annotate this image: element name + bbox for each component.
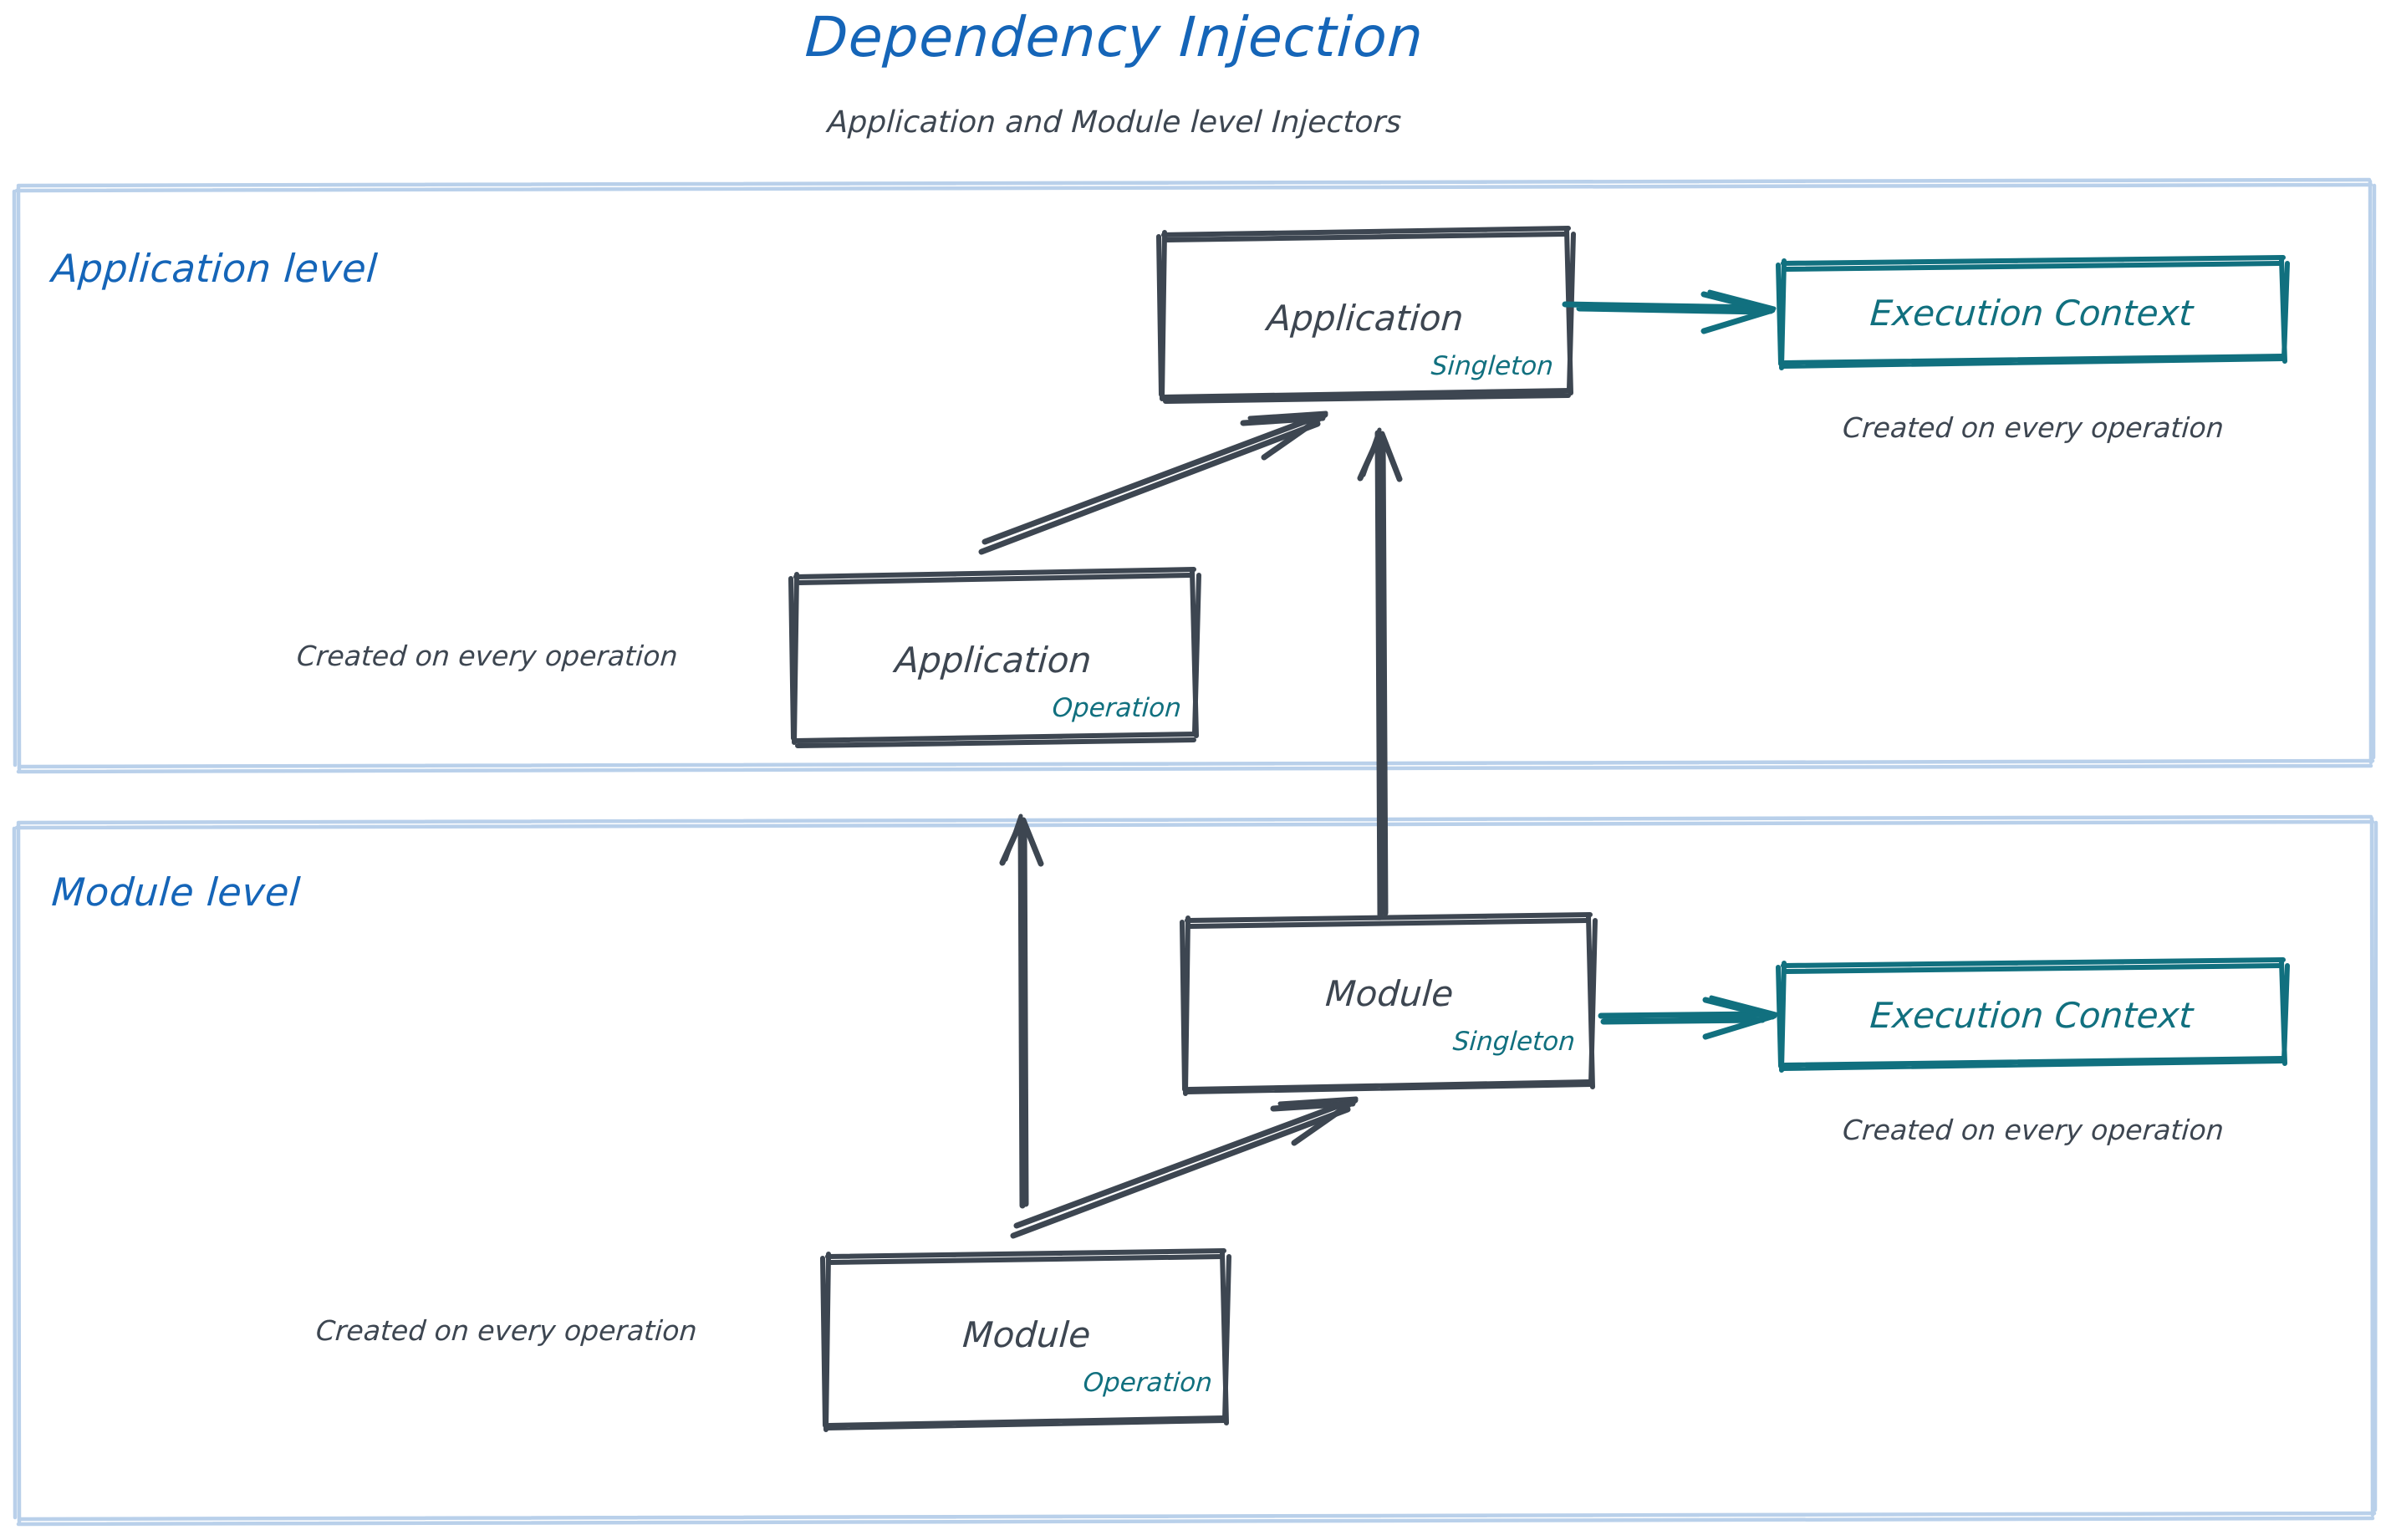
node-scope-module-operation: Operation xyxy=(1082,1368,1214,1398)
arrow-application-singleton-to-execution-context xyxy=(1562,289,1777,334)
caption-module-operation: Created on every operation xyxy=(314,1314,698,1347)
node-box-application-singleton[interactable] xyxy=(1156,226,1576,404)
node-title-execution-context-application: Execution Context xyxy=(1869,293,2195,334)
node-box-module-singleton[interactable] xyxy=(1180,912,1598,1096)
caption-execution-context-application: Created on every operation xyxy=(1841,411,2225,444)
container-label-module-level: Module level xyxy=(50,869,303,915)
caption-application-operation: Created on every operation xyxy=(295,640,679,672)
node-box-module-operation[interactable] xyxy=(820,1248,1231,1432)
arrow-application-operation-to-application-singleton xyxy=(978,410,1328,555)
container-application-level xyxy=(12,177,2377,774)
arrow-module-operation-to-application-operation xyxy=(999,813,1044,1209)
page-title: Dependency Injection xyxy=(803,5,1425,69)
node-title-module-singleton: Module xyxy=(1323,973,1456,1014)
container-label-application-level: Application level xyxy=(50,246,380,291)
caption-execution-context-module: Created on every operation xyxy=(1841,1114,2225,1146)
node-title-module-operation: Module xyxy=(961,1314,1093,1355)
page-subtitle: Application and Module level Injectors xyxy=(826,105,1403,140)
node-box-application-operation[interactable] xyxy=(788,567,1201,748)
node-title-application-operation: Application xyxy=(893,640,1094,681)
node-box-execution-context-module[interactable] xyxy=(1776,957,2290,1073)
node-scope-application-operation: Operation xyxy=(1051,693,1183,723)
node-title-execution-context-module: Execution Context xyxy=(1869,995,2195,1036)
node-scope-application-singleton: Singleton xyxy=(1430,351,1555,381)
arrow-module-singleton-to-application-singleton xyxy=(1357,427,1403,918)
node-box-execution-context-application[interactable] xyxy=(1776,255,2290,370)
arrow-module-operation-to-module-singleton xyxy=(1010,1096,1359,1239)
node-title-application-singleton: Application xyxy=(1265,298,1466,339)
arrow-module-singleton-to-execution-context xyxy=(1598,995,1778,1040)
container-module-level xyxy=(12,814,2378,1527)
node-scope-module-singleton: Singleton xyxy=(1451,1027,1577,1057)
